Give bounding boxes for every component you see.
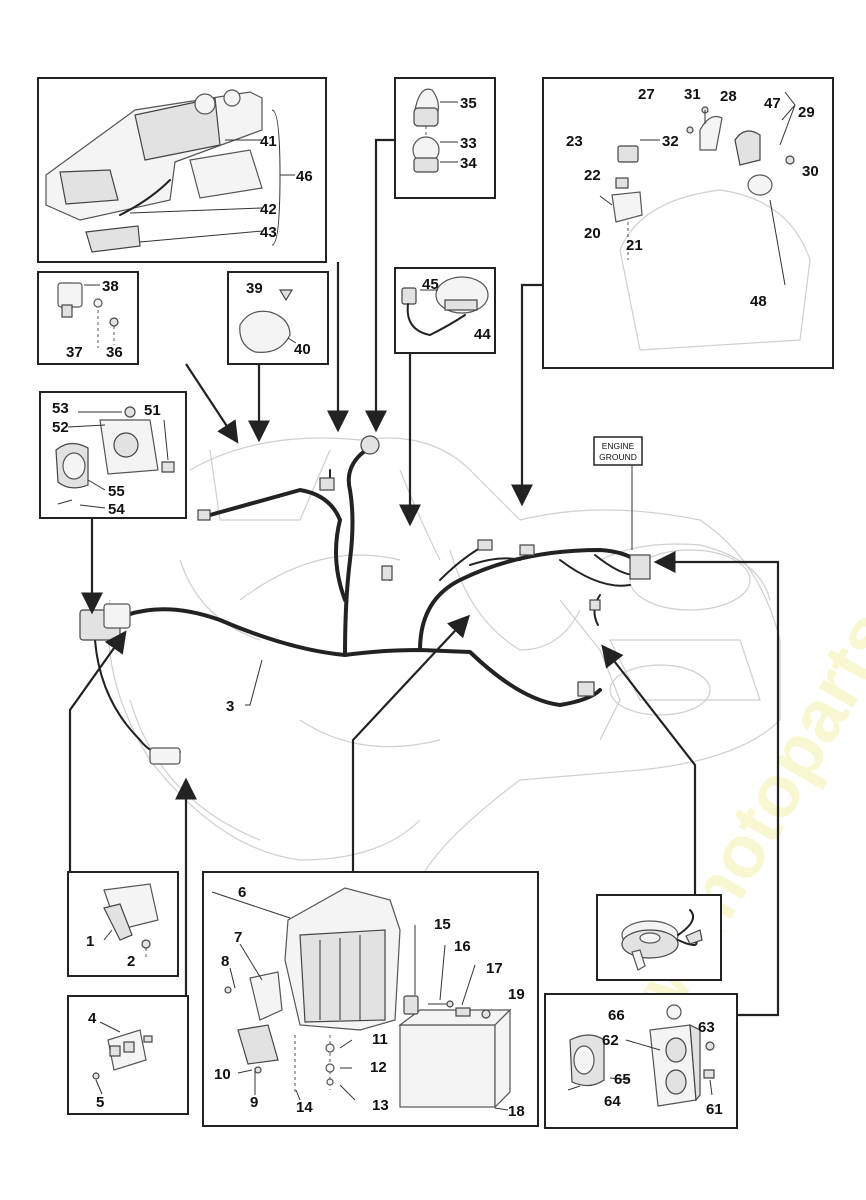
callout-30: 30 — [802, 163, 819, 180]
callout-14: 14 — [296, 1099, 313, 1116]
callout-35: 35 — [460, 95, 477, 112]
callout-54: 54 — [108, 501, 125, 518]
callout-15: 15 — [434, 916, 451, 933]
battery-box-6-19 — [202, 871, 539, 1127]
callout-36: 36 — [106, 344, 123, 361]
ignition-switch-box-33-35 — [394, 77, 496, 199]
pto-clutch-box — [596, 894, 722, 981]
callout-9: 9 — [250, 1094, 258, 1111]
engine-ground-label: ENGINE GROUND — [593, 436, 643, 550]
callout-43: 43 — [260, 224, 277, 241]
callout-39: 39 — [246, 280, 263, 297]
callout-52: 52 — [52, 419, 69, 436]
callout-11: 11 — [372, 1031, 388, 1048]
callout-7: 7 — [234, 929, 242, 946]
console-box-20-48 — [542, 77, 834, 369]
callout-16: 16 — [454, 938, 471, 955]
callout-38: 38 — [102, 278, 119, 295]
callout-23: 23 — [566, 133, 583, 150]
callout-17: 17 — [486, 960, 503, 977]
callout-8: 8 — [221, 953, 229, 970]
callout-32: 32 — [662, 133, 679, 150]
callout-4: 4 — [88, 1010, 97, 1027]
callout-66: 66 — [608, 1007, 625, 1024]
callout-27: 27 — [638, 86, 655, 103]
callout-65: 65 — [614, 1071, 631, 1088]
callout-21: 21 — [626, 237, 643, 254]
buzzer-box-44-45 — [394, 267, 496, 354]
callout-5: 5 — [96, 1094, 104, 1111]
callout-63: 63 — [698, 1019, 715, 1036]
callout-61: 61 — [706, 1101, 723, 1118]
callout-42: 42 — [260, 201, 277, 218]
callout-1: 1 — [86, 933, 94, 950]
callout-34: 34 — [460, 155, 477, 172]
callout-33: 33 — [460, 135, 477, 152]
socket-box-51-55 — [39, 391, 187, 519]
hourmeter-box-39-40 — [227, 271, 329, 365]
callout-6: 6 — [238, 884, 246, 901]
callout-41: 41 — [260, 133, 277, 150]
callout-10: 10 — [214, 1066, 231, 1083]
engine-ground-line2: GROUND — [599, 452, 637, 462]
callout-13: 13 — [372, 1097, 389, 1114]
routing-arrows — [68, 138, 780, 1017]
callout-12: 12 — [370, 1059, 387, 1076]
callout-29: 29 — [798, 104, 815, 121]
callout-28: 28 — [720, 88, 737, 105]
callout-46: 46 — [296, 168, 313, 185]
callout-19: 19 — [508, 986, 525, 1003]
callout-55: 55 — [108, 483, 125, 500]
switch-box-4-5 — [67, 995, 189, 1115]
callout-labels: 41 46 42 43 35 33 34 27 31 28 47 29 23 3… — [52, 86, 819, 1120]
callout-40: 40 — [294, 341, 311, 358]
callout-45: 45 — [422, 276, 439, 293]
callout-18: 18 — [508, 1103, 525, 1120]
callout-20: 20 — [584, 225, 601, 242]
callout-2: 2 — [127, 953, 135, 970]
callout-51: 51 — [144, 402, 161, 419]
callout-31: 31 — [684, 86, 701, 103]
callout-48: 48 — [750, 293, 767, 310]
callout-22: 22 — [584, 167, 601, 184]
seat-switch-box-1-2 — [67, 871, 179, 977]
engine-ground-line1: ENGINE — [602, 441, 635, 451]
callout-62: 62 — [602, 1032, 619, 1049]
callout-47: 47 — [764, 95, 781, 112]
callout-44: 44 — [474, 326, 491, 343]
rear-socket-box-61-66 — [544, 993, 738, 1129]
callout-53: 53 — [52, 400, 69, 417]
panel-box-41-46 — [37, 77, 327, 263]
callout-3: 3 — [226, 698, 234, 715]
callout-64: 64 — [604, 1093, 621, 1110]
relay-box-36-38 — [37, 271, 139, 365]
callout-37: 37 — [66, 344, 83, 361]
